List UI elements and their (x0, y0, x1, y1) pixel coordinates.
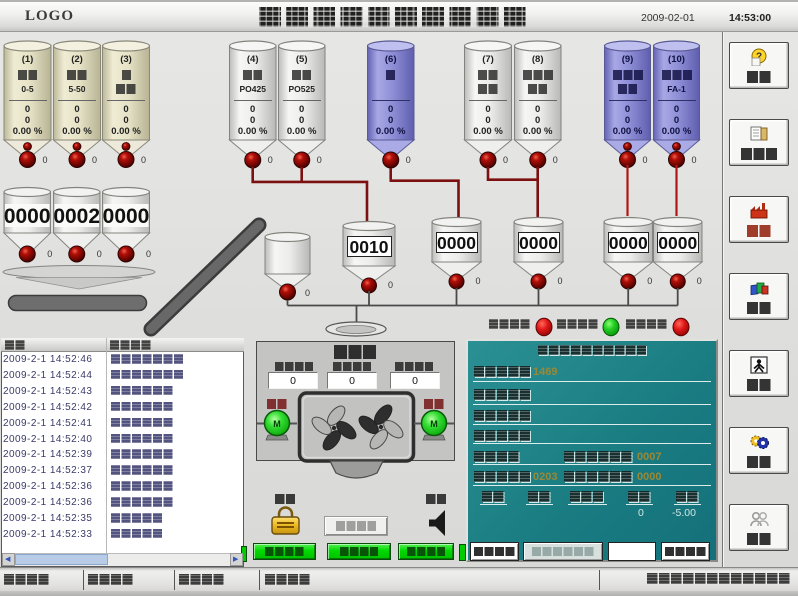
svg-text:M: M (430, 419, 438, 429)
svg-text:?: ? (756, 52, 762, 63)
svg-text:M: M (273, 419, 281, 429)
